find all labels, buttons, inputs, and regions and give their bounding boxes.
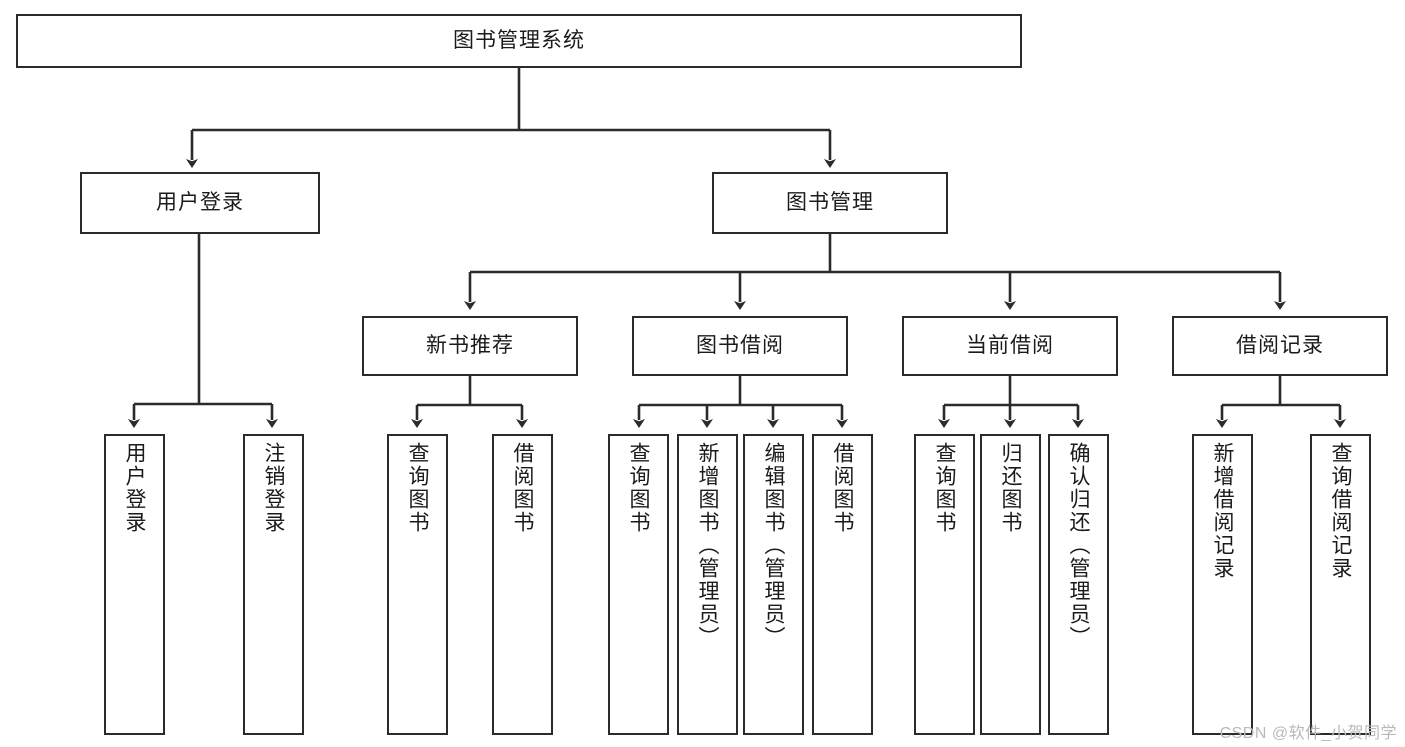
node-book-management[interactable]: 图书管理 <box>712 172 948 234</box>
leaf-current-return-book[interactable]: 归还图书 <box>980 434 1041 735</box>
leaf-borrow-query-book[interactable]: 查询图书 <box>608 434 669 735</box>
node-label: 注销登录 <box>262 442 285 534</box>
node-new-book-recommend[interactable]: 新书推荐 <box>362 316 578 376</box>
leaf-new-book-borrow-book[interactable]: 借阅图书 <box>492 434 553 735</box>
leaf-new-book-query-book[interactable]: 查询图书 <box>387 434 448 735</box>
node-label: 借阅记录 <box>1236 333 1324 357</box>
node-label: 当前借阅 <box>966 333 1054 357</box>
node-label: 借阅图书 <box>511 442 534 534</box>
node-label: 图书管理系统 <box>453 28 585 52</box>
node-current-borrow[interactable]: 当前借阅 <box>902 316 1118 376</box>
node-label: 用户登录 <box>123 442 146 534</box>
node-label: 图书借阅 <box>696 333 784 357</box>
leaf-borrow-borrow-book[interactable]: 借阅图书 <box>812 434 873 735</box>
leaf-user-login-logout[interactable]: 注销登录 <box>243 434 304 735</box>
node-label: 查询图书 <box>406 442 429 534</box>
node-label: 查询图书 <box>627 442 650 534</box>
node-label: 借阅图书 <box>831 442 854 534</box>
leaf-borrow-add-book-admin[interactable]: 新增图书（管理员） <box>677 434 738 735</box>
leaf-user-login-login[interactable]: 用户登录 <box>104 434 165 735</box>
node-user-login[interactable]: 用户登录 <box>80 172 320 234</box>
leaf-records-query-record[interactable]: 查询借阅记录 <box>1310 434 1371 735</box>
node-label: 用户登录 <box>156 190 244 214</box>
leaf-current-confirm-return-admin[interactable]: 确认归还（管理员） <box>1048 434 1109 735</box>
node-label: 图书管理 <box>786 190 874 214</box>
node-label: 查询借阅记录 <box>1329 442 1352 580</box>
leaf-borrow-edit-book-admin[interactable]: 编辑图书（管理员） <box>743 434 804 735</box>
node-label: 新增图书（管理员） <box>696 442 719 649</box>
node-label: 新书推荐 <box>426 333 514 357</box>
leaf-records-add-record[interactable]: 新增借阅记录 <box>1192 434 1253 735</box>
node-label: 查询图书 <box>933 442 956 534</box>
node-root-system[interactable]: 图书管理系统 <box>16 14 1022 68</box>
node-borrow-records[interactable]: 借阅记录 <box>1172 316 1388 376</box>
node-label: 编辑图书（管理员） <box>762 442 785 649</box>
node-label: 归还图书 <box>999 442 1022 534</box>
node-label: 新增借阅记录 <box>1211 442 1234 580</box>
node-book-borrow[interactable]: 图书借阅 <box>632 316 848 376</box>
csdn-watermark: CSDN @软件_小贺同学 <box>1219 725 1397 742</box>
node-label: 确认归还（管理员） <box>1067 442 1090 649</box>
leaf-current-query-book[interactable]: 查询图书 <box>914 434 975 735</box>
